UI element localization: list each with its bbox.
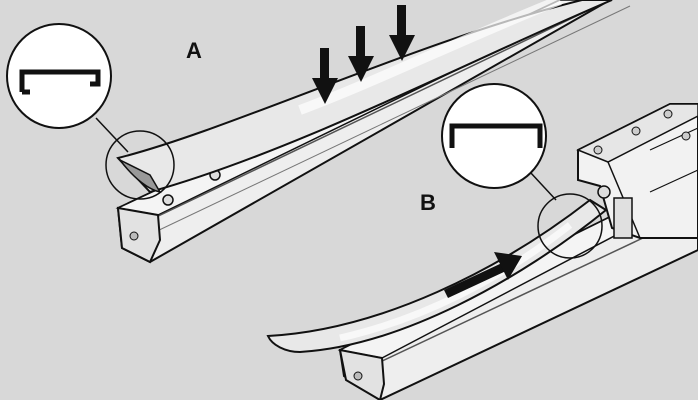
carriage-screw [681,131,691,141]
cover-strip-b [266,198,608,354]
carriage-screw [631,126,641,136]
rail-a-edge [154,5,631,233]
end-seal [613,197,633,239]
carriage-block-line [649,127,698,151]
cover-strip-a-body [116,0,613,194]
rail-b-body [338,211,698,400]
step-b-label: B [420,190,436,215]
rail-a-screw [162,194,174,206]
step-a-label: A [186,38,202,63]
rail-b [337,211,698,400]
callout-b-detail-ring [537,193,603,259]
callout-b [441,83,603,259]
rail-a-end [116,206,162,264]
carriage-screw [593,145,603,155]
arrow-down-icon [312,48,338,104]
callout-a-leader [95,117,129,153]
carriage-block-line [649,169,698,193]
callout-a [6,23,175,200]
rail-b-end-hole [353,371,363,381]
rail-a-groove [149,0,611,221]
cover-strip-profile-icon [449,123,543,148]
callout-a-circle [6,23,112,129]
arrows-down-group [312,5,415,104]
arrow-right-icon [444,252,522,298]
cover-strip-a-highlight [298,0,562,115]
callout-b-leader [529,171,557,201]
rail-a-end-hole [129,231,139,241]
cover-strip-profile-icon [19,69,101,92]
arrow-down-icon [348,26,374,82]
callout-b-circle [441,83,547,189]
callout-a-detail-ring [105,130,175,200]
cover-strip-b-highlight [339,222,573,342]
grease-nipple [597,185,611,199]
cover-strip-b-body [266,198,608,354]
carriage-screw [663,109,673,119]
arrow-down-icon [389,5,415,61]
carriage-block [576,103,698,239]
